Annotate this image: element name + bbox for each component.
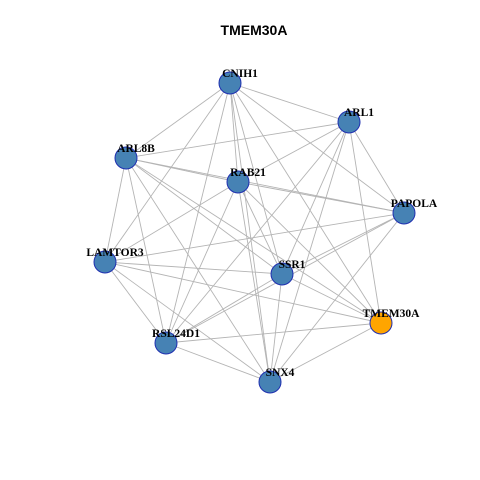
edge-cnih1-rsl24d1: [165, 82, 231, 344]
edge-rab21-snx4: [237, 181, 271, 383]
edge-arl1-arl8b: [125, 121, 350, 159]
edge-lamtor3-ssr1: [104, 261, 283, 275]
edge-cnih1-papola: [229, 82, 405, 214]
diagram-title: TMEM30A: [221, 22, 288, 38]
edge-papola-lamtor3: [104, 212, 405, 263]
edge-ssr1-snx4: [269, 273, 283, 383]
edge-arl8b-tmem30a: [125, 157, 382, 324]
edge-arl1-rsl24d1: [165, 121, 350, 344]
node-label-arl8b: ARL8B: [117, 143, 155, 155]
node-label-rsl24d1: RSL24D1: [152, 328, 200, 340]
edge-tmem30a-rsl24d1: [165, 322, 382, 344]
node-label-arl1: ARL1: [344, 107, 374, 119]
node-arl1[interactable]: [337, 110, 361, 134]
node-papola[interactable]: [392, 201, 416, 225]
edges-layer: [104, 82, 405, 383]
edge-cnih1-lamtor3: [104, 82, 231, 263]
edge-tmem30a-snx4: [269, 322, 382, 383]
edge-rab21-ssr1: [237, 181, 283, 275]
node-label-snx4: SNX4: [266, 367, 295, 379]
node-cnih1[interactable]: [218, 71, 242, 95]
edge-rsl24d1-snx4: [165, 342, 271, 383]
node-label-ssr1: SSR1: [279, 259, 306, 271]
node-label-tmem30a: TMEM30A: [363, 308, 421, 320]
edge-rab21-papola: [237, 181, 405, 214]
node-label-cnih1: CNIH1: [222, 68, 258, 80]
edge-cnih1-snx4: [229, 82, 271, 383]
edge-arl1-rab21: [237, 121, 350, 183]
node-rsl24d1[interactable]: [154, 331, 178, 355]
edge-arl8b-snx4: [125, 157, 271, 383]
node-label-papola: PAPOLA: [391, 198, 438, 210]
edge-cnih1-arl8b: [125, 82, 231, 159]
edge-lamtor3-tmem30a: [104, 261, 382, 324]
edge-arl8b-ssr1: [125, 157, 283, 275]
node-tmem30a[interactable]: [369, 311, 393, 335]
node-label-lamtor3: LAMTOR3: [86, 247, 144, 259]
edge-cnih1-tmem30a: [229, 82, 382, 324]
node-snx4[interactable]: [258, 370, 282, 394]
edge-cnih1-ssr1: [229, 82, 283, 275]
edge-arl8b-papola: [125, 157, 405, 214]
edge-rab21-rsl24d1: [165, 181, 239, 344]
edge-lamtor3-rsl24d1: [104, 261, 167, 344]
edge-papola-ssr1: [281, 212, 405, 275]
edge-rab21-tmem30a: [237, 181, 382, 324]
edge-ssr1-tmem30a: [281, 273, 382, 324]
node-lamtor3[interactable]: [93, 250, 117, 274]
edge-cnih1-arl1: [229, 82, 350, 123]
edge-arl8b-lamtor3: [104, 157, 127, 263]
edge-ssr1-rsl24d1: [165, 273, 283, 344]
edge-arl1-tmem30a: [348, 121, 382, 324]
nodes-layer: [93, 71, 416, 394]
node-rab21[interactable]: [226, 170, 250, 194]
edge-lamtor3-snx4: [104, 261, 271, 383]
edge-arl8b-rsl24d1: [125, 157, 167, 344]
node-ssr1[interactable]: [270, 262, 294, 286]
node-label-rab21: RAB21: [230, 167, 266, 179]
edge-rab21-lamtor3: [104, 181, 239, 263]
edge-cnih1-rab21: [229, 82, 239, 183]
edge-papola-snx4: [269, 212, 405, 383]
edge-arl1-papola: [348, 121, 405, 214]
node-arl8b[interactable]: [114, 146, 138, 170]
edge-arl1-ssr1: [281, 121, 350, 275]
